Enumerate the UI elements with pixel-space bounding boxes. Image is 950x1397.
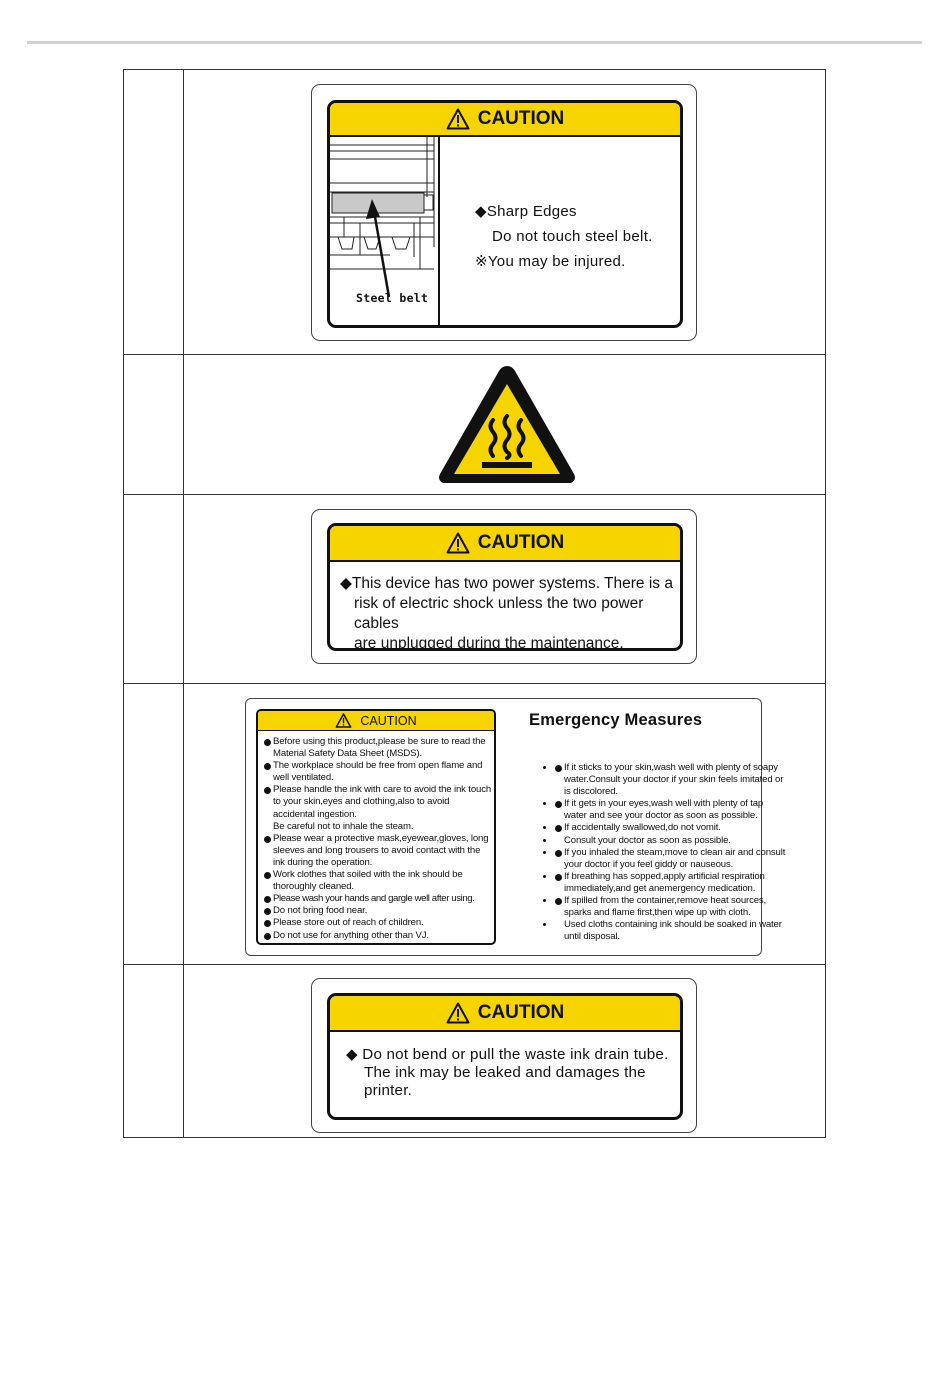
list-item: If breathing has sopped,apply artificial… bbox=[555, 871, 787, 895]
list-item: Please handle the ink with care to avoid… bbox=[264, 784, 492, 820]
caution-text: CAUTION bbox=[477, 532, 565, 553]
table-row bbox=[123, 69, 826, 355]
list-item: Do not use for anything other than VJ. bbox=[264, 930, 492, 942]
list-item: If spilled from the container,remove hea… bbox=[555, 895, 787, 919]
text-line: ◆Sharp Edges bbox=[475, 203, 577, 220]
table-row bbox=[123, 355, 826, 495]
warning-triangle-icon bbox=[335, 713, 352, 728]
list-item: Be careful not to inhale the steam. bbox=[273, 820, 414, 832]
list-item: Do not bring food near. bbox=[264, 905, 492, 917]
caution-banner: CAUTION bbox=[330, 996, 680, 1032]
row-number-cell bbox=[124, 965, 184, 1137]
drain-tube-label-panel: CAUTION ◆ Do not bend or pull the waste … bbox=[327, 993, 683, 1120]
list-item: Please wear a protective mask,eyewear,gl… bbox=[264, 833, 492, 869]
hot-surface-symbol bbox=[436, 362, 578, 488]
list-item: If it sticks to your skin,wash well with… bbox=[555, 762, 787, 798]
text-line: ◆ Do not bend or pull the waste ink drai… bbox=[346, 1046, 669, 1063]
list-item: Please store out of reach of children. bbox=[264, 917, 492, 929]
list-item: Consult your doctor as soon as possible. bbox=[555, 835, 787, 847]
list-item: If it gets in your eyes,wash well with p… bbox=[555, 798, 787, 822]
caution-banner: CAUTION bbox=[330, 526, 680, 562]
list-item: Please wash your hands and gargle well a… bbox=[264, 893, 492, 905]
row-number-cell bbox=[124, 684, 184, 964]
caution-text: CAUTION bbox=[477, 1002, 565, 1023]
drain-tube-label: CAUTION ◆ Do not bend or pull the waste … bbox=[311, 978, 697, 1133]
row-number-cell bbox=[124, 70, 184, 354]
caution-text: CAUTION bbox=[360, 713, 417, 728]
text-line: ◆This device has two power systems. Ther… bbox=[340, 575, 673, 592]
ink-caution-list: Before using this product,please be sure… bbox=[264, 736, 492, 942]
text-line: printer. bbox=[364, 1082, 413, 1099]
list-item: Work clothes that soiled with the ink sh… bbox=[264, 869, 492, 893]
text-line: risk of electric shock unless the two po… bbox=[354, 595, 644, 632]
drain-tube-text: ◆ Do not bend or pull the waste ink drai… bbox=[346, 1046, 669, 1100]
row-number-cell bbox=[124, 355, 184, 494]
table-row bbox=[123, 684, 826, 965]
list-item: Used cloths containing ink should be soa… bbox=[555, 919, 787, 943]
list-item: If you inhaled the steam,move to clean a… bbox=[555, 847, 787, 871]
steel-belt-label: CAUTION bbox=[311, 84, 697, 341]
caution-banner: CAUTION bbox=[330, 103, 680, 137]
sharp-edges-text: ◆Sharp Edges Do not touch steel belt. ※Y… bbox=[475, 199, 653, 274]
page-top-rule bbox=[27, 41, 922, 44]
ink-caution-panel: CAUTION Before using this product,please… bbox=[256, 709, 496, 945]
table-row bbox=[123, 965, 826, 1138]
row-number-cell bbox=[124, 495, 184, 683]
ink-caution-label: CAUTION Before using this product,please… bbox=[245, 698, 785, 956]
caution-text: CAUTION bbox=[477, 108, 565, 129]
warning-triangle-icon bbox=[446, 1002, 470, 1024]
text-line: Do not touch steel belt. bbox=[492, 228, 653, 245]
text-line: The ink may be leaked and damages the bbox=[364, 1064, 646, 1081]
power-systems-text: ◆This device has two power systems. Ther… bbox=[340, 574, 680, 651]
list-item: The workplace should be free from open f… bbox=[264, 760, 492, 784]
steel-belt-illustration: Steel belt bbox=[330, 137, 440, 325]
list-item: If accidentally swallowed,do not vomit. bbox=[555, 822, 787, 834]
power-systems-label-panel: CAUTION ◆This device has two power syste… bbox=[327, 523, 683, 651]
steel-belt-caption: Steel belt bbox=[356, 291, 429, 305]
steel-belt-label-panel: CAUTION bbox=[327, 100, 683, 328]
emergency-measures-title: Emergency Measures bbox=[529, 711, 703, 729]
emergency-measures-list: If it sticks to your skin,wash well with… bbox=[515, 762, 787, 943]
warning-triangle-icon bbox=[446, 108, 470, 130]
list-item: Before using this product,please be sure… bbox=[264, 736, 492, 760]
text-line: are unplugged during the maintenance. bbox=[354, 635, 624, 651]
power-systems-label: CAUTION ◆This device has two power syste… bbox=[311, 509, 697, 664]
table-row bbox=[123, 495, 826, 684]
hot-surface-warning-icon bbox=[439, 366, 575, 483]
text-line: ※You may be injured. bbox=[475, 253, 626, 270]
caution-banner: CAUTION bbox=[258, 711, 494, 731]
warning-triangle-icon bbox=[446, 532, 470, 554]
